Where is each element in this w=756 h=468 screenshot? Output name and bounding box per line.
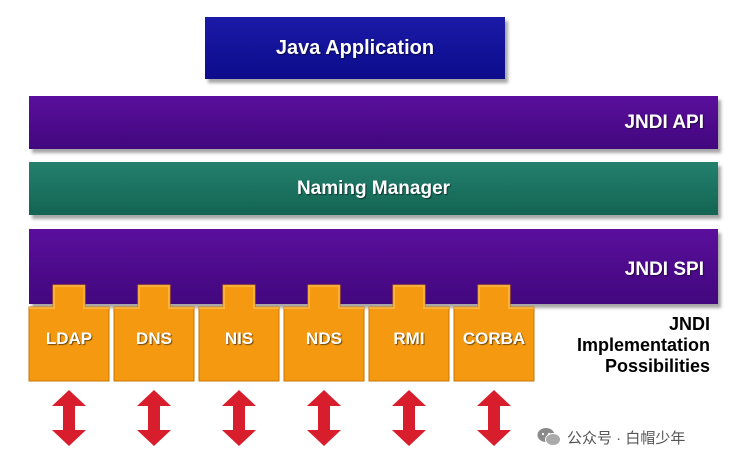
double-arrow-icon xyxy=(137,390,171,446)
double-arrow-icon xyxy=(222,390,256,446)
jndi-api-label: JNDI API xyxy=(624,111,704,133)
provider-nds: NDS xyxy=(283,284,365,382)
provider-block-shape xyxy=(113,284,195,382)
provider-label: CORBA xyxy=(462,329,526,348)
java-application-label: Java Application xyxy=(275,36,435,59)
naming-manager-label: Naming Manager xyxy=(296,177,451,199)
provider-label: DNS xyxy=(136,329,172,348)
double-arrow-icon xyxy=(52,390,86,446)
jndi-api-layer: JNDI API xyxy=(29,96,718,149)
double-arrow-icon xyxy=(477,390,511,446)
watermark-text: 公众号 · 白帽少年 xyxy=(567,429,686,447)
java-application-layer: Java Application xyxy=(205,17,505,79)
jndi-spi-label: JNDI SPI xyxy=(624,259,704,280)
provider-ldap: LDAP xyxy=(28,284,110,382)
double-arrow-icon xyxy=(307,390,341,446)
provider-label: NDS xyxy=(306,329,342,348)
jndi-implementation-possibilities-label: JNDI Implementation Possibilities xyxy=(540,314,710,377)
provider-block-shape xyxy=(28,284,110,382)
provider-corba: CORBA xyxy=(453,284,535,382)
provider-nis: NIS xyxy=(198,284,280,382)
provider-label: NIS xyxy=(224,329,254,348)
watermark: 公众号 · 白帽少年 xyxy=(537,424,685,450)
provider-block-shape xyxy=(283,284,365,382)
provider-block-shape xyxy=(198,284,280,382)
provider-label: LDAP xyxy=(45,329,93,348)
impl-label-line-2: Implementation xyxy=(576,335,710,355)
provider-block-shape xyxy=(368,284,450,382)
provider-rmi: RMI xyxy=(368,284,450,382)
naming-manager-layer: Naming Manager xyxy=(29,162,718,215)
impl-label-line-3: Possibilities xyxy=(604,356,710,376)
double-arrow-icon xyxy=(392,390,426,446)
provider-dns: DNS xyxy=(113,284,195,382)
provider-block-shape xyxy=(453,284,535,382)
provider-label: RMI xyxy=(393,329,425,348)
wechat-icon xyxy=(537,428,561,446)
impl-label-line-1: JNDI xyxy=(668,314,710,334)
